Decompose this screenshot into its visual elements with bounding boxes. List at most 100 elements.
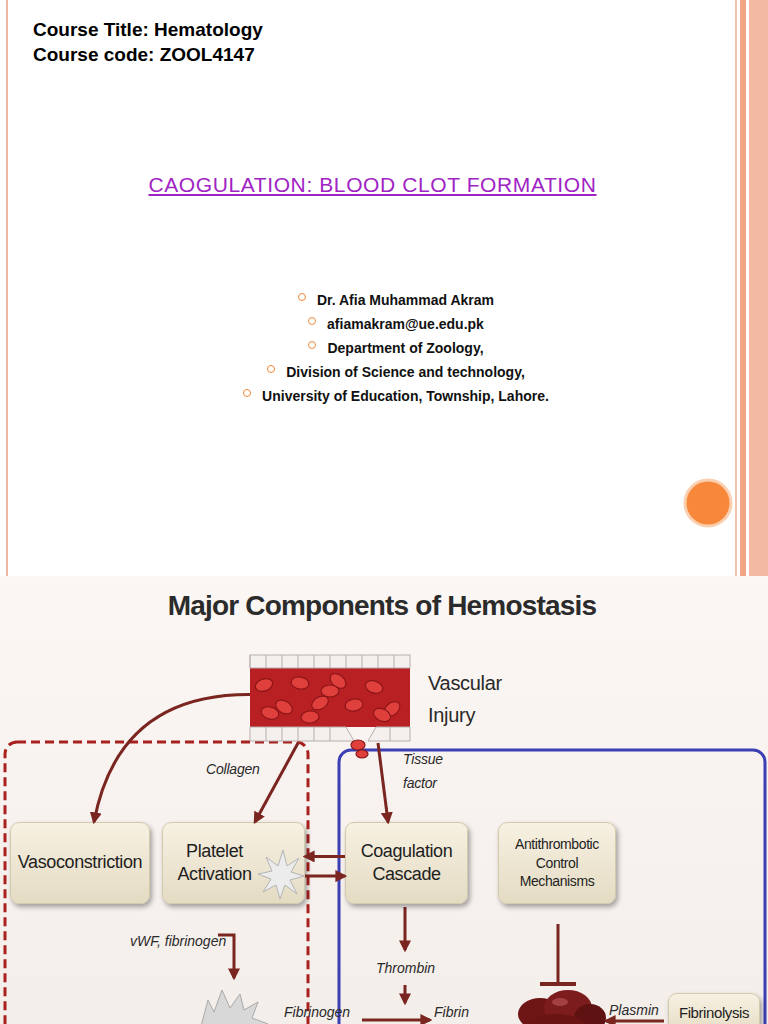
title-slide-bg <box>0 0 768 576</box>
wall-brick <box>362 655 363 668</box>
slide-side-stripe <box>735 0 737 576</box>
connector-arrow <box>378 743 388 822</box>
red-blood-cell <box>301 710 320 724</box>
wall-brick <box>346 655 347 668</box>
bullet-marker <box>243 389 251 397</box>
platelet-star-icon <box>258 850 304 899</box>
wall-brick <box>282 727 283 741</box>
box-text: Platelet Activation <box>169 840 260 887</box>
bullet-marker <box>267 365 275 373</box>
process-box: Vasoconstriction <box>10 822 150 904</box>
course-info: Course Title: Hematology <box>33 19 263 41</box>
wall-brick <box>314 655 315 668</box>
bullet-marker <box>308 317 316 325</box>
process-box: Antithrombotic Control Mechanisms <box>498 822 616 904</box>
wall-brick <box>390 727 391 741</box>
inhibit-bar <box>540 982 576 986</box>
bullet-text: University of Education, Township, Lahor… <box>262 388 549 404</box>
connector-arrow <box>305 875 345 878</box>
course-info: Course code: ZOOL4147 <box>33 44 255 66</box>
red-blood-cell <box>260 705 280 721</box>
edge-label: Tissue factor <box>403 748 453 796</box>
wall-brick <box>394 655 395 668</box>
bullet-row: University of Education, Township, Lahor… <box>0 388 768 404</box>
bullet-marker <box>298 293 306 301</box>
bullet-text: afiamakram@ue.edu.pk <box>327 316 484 332</box>
edge-label: Collagen <box>206 758 260 782</box>
slide-side-stripe <box>749 0 768 576</box>
bullet-text: Dr. Afia Muhammad Akram <box>317 292 494 308</box>
bullet-row: Division of Science and technology, <box>0 364 768 380</box>
vessel-wall <box>368 727 410 741</box>
vessel-lumen <box>250 667 410 727</box>
bullet-item: Dr. Afia Muhammad Akram <box>298 292 494 308</box>
platelet-cluster <box>200 990 268 1024</box>
connector-arrow <box>305 855 345 858</box>
arrow-line <box>404 907 407 950</box>
platelet-icon <box>200 990 268 1024</box>
process-label: vWF, fibrinogen <box>130 933 226 949</box>
process-label: Plasmin <box>609 1002 659 1018</box>
slide-side-stripe <box>740 0 746 576</box>
red-blood-cell <box>344 698 364 713</box>
process-label: Fibrin <box>434 1004 469 1020</box>
slide-border-line <box>6 0 8 576</box>
bullet-row: Dr. Afia Muhammad Akram <box>0 292 768 308</box>
arrow-line <box>404 985 407 1003</box>
red-blood-cell <box>371 706 392 724</box>
red-blood-cell <box>321 685 339 697</box>
diagram-slide-bg <box>0 576 768 1024</box>
vessel-wall <box>250 655 410 668</box>
red-blood-cell <box>253 676 274 693</box>
bullet-item: afiamakram@ue.edu.pk <box>308 316 484 332</box>
bullet-row: afiamakram@ue.edu.pk <box>0 316 768 332</box>
red-blood-cell <box>290 676 310 691</box>
process-label: Fibrinogen <box>284 1004 350 1020</box>
red-blood-cell <box>356 750 368 758</box>
process-box: Platelet Activation <box>162 822 305 904</box>
clot-highlight <box>552 998 568 1006</box>
red-blood-cell <box>363 678 384 695</box>
bullet-text: Division of Science and technology, <box>286 364 525 380</box>
arrow-line <box>362 1019 430 1022</box>
orange-dot <box>685 480 731 526</box>
coagulation-group-bracket <box>339 750 765 1024</box>
wall-brick <box>250 655 251 668</box>
wall-brick <box>330 655 331 668</box>
wall-brick <box>266 727 267 741</box>
process-box: Fibrinolysis <box>668 993 760 1024</box>
connector-arrow <box>255 743 298 822</box>
platelet-group-bracket <box>5 742 308 1024</box>
wall-brick <box>298 727 299 741</box>
process-label: Thrombin <box>376 960 435 976</box>
red-blood-cell <box>351 740 365 750</box>
box-text: Coagulation Cascade <box>350 840 463 887</box>
wall-brick <box>378 655 379 668</box>
bullet-marker <box>308 341 316 349</box>
slide-title: CAOGULATION: BLOOD CLOT FORMATION <box>0 173 745 197</box>
inhibit-line <box>557 924 560 984</box>
diagram-heading: Major Components of Hemostasis <box>0 590 766 622</box>
clot-blob <box>526 1014 586 1024</box>
bullet-row: Department of Zoology, <box>0 340 768 356</box>
box-text: Antithrombotic Control Mechanisms <box>503 835 611 892</box>
wall-brick <box>266 655 267 668</box>
vessel-wall <box>250 727 354 741</box>
bullet-text: Department of Zoology, <box>327 340 483 356</box>
wall-brick <box>330 727 331 741</box>
arrow-line <box>218 935 234 978</box>
wall-brick <box>314 727 315 741</box>
bullet-item: University of Education, Township, Lahor… <box>243 388 549 404</box>
box-text: Fibrinolysis <box>679 1003 749 1023</box>
bullet-item: Division of Science and technology, <box>267 364 525 380</box>
process-box: Coagulation Cascade <box>345 822 468 904</box>
bullet-item: Department of Zoology, <box>308 340 483 356</box>
injury-label: Vascular Injury <box>428 667 510 731</box>
fibrin-clot <box>518 990 606 1024</box>
box-text: Vasoconstriction <box>18 851 142 874</box>
vessel-illustration <box>250 655 410 743</box>
connector-arrow <box>94 695 250 822</box>
wall-brick <box>282 655 283 668</box>
